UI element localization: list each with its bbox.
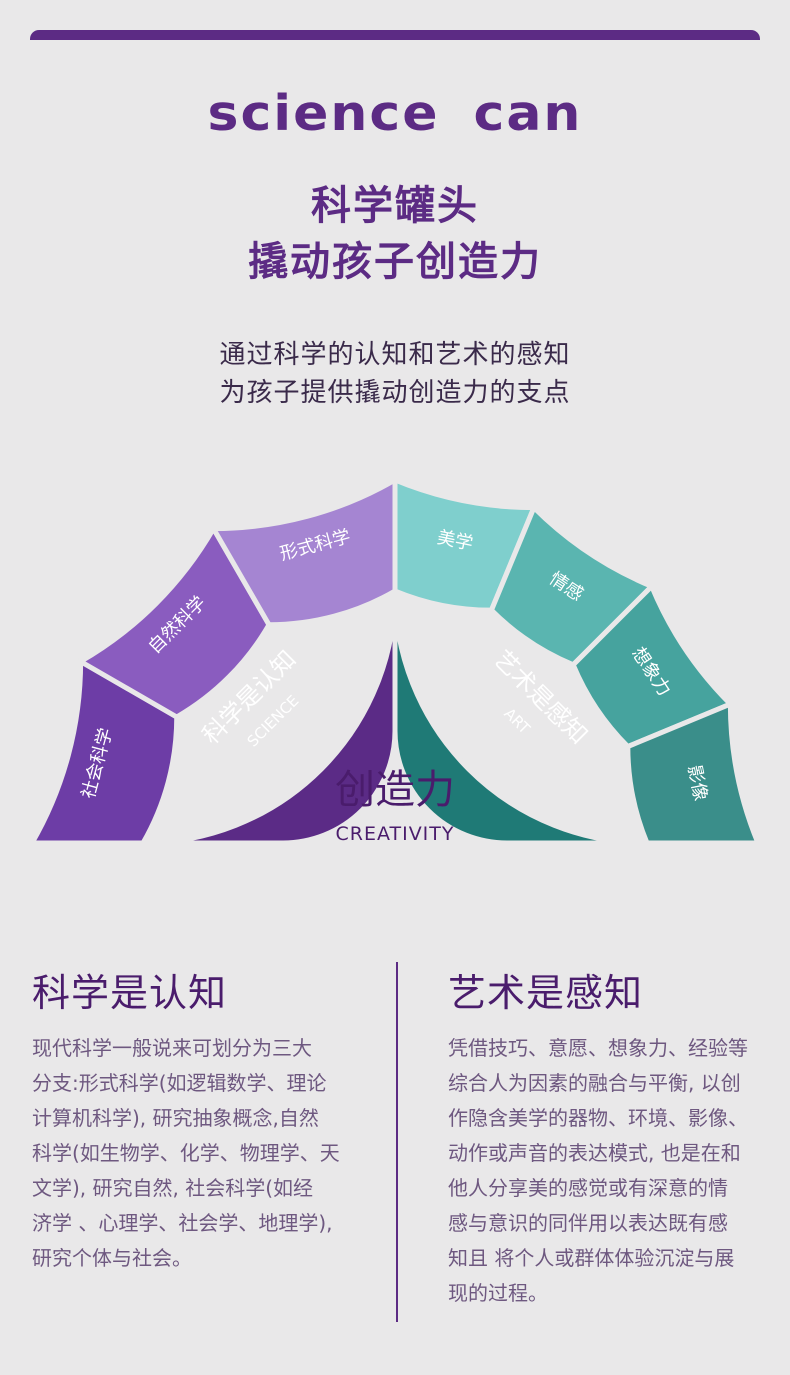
headline-line-1: 科学罐头 (311, 183, 479, 229)
art-inner-subtitle: ART (500, 704, 534, 738)
center-subtitle: CREATIVITY (335, 823, 454, 845)
art-segment (625, 700, 762, 846)
science-title: 科学是认知 (32, 971, 228, 1015)
art-line: 动作或声音的表达模式, 也是在和 (448, 1141, 741, 1165)
brand-word-1: SCIENCE (207, 85, 440, 143)
brand-logo: SCIENCE CAN (0, 86, 790, 143)
art-line: 凭借技巧、意愿、想象力、经验等 (448, 1036, 748, 1060)
headline: 科学罐头 撬动孩子创造力 (0, 178, 790, 290)
science-line: 研究个体与社会。 (32, 1246, 192, 1270)
science-column: 科学是认知 现代科学一般说来可划分为三大 分支:形式科学(如逻辑数学、理论 计算… (32, 965, 372, 1276)
science-line: 现代科学一般说来可划分为三大 (32, 1036, 312, 1060)
art-line: 作隐含美学的器物、环境、影像、 (448, 1106, 748, 1130)
subheadline: 通过科学的认知和艺术的感知 为孩子提供撬动创造力的支点 (0, 336, 790, 412)
center-title: 创造力 (335, 767, 455, 813)
art-line: 综合人为因素的融合与平衡, 以创 (448, 1071, 741, 1095)
art-title: 艺术是感知 (448, 971, 644, 1015)
art-column: 艺术是感知 凭借技巧、意愿、想象力、经验等 综合人为因素的融合与平衡, 以创 作… (448, 965, 768, 1311)
art-line: 他人分享美的感觉或有深意的情 (448, 1176, 728, 1200)
art-line: 感与意识的同伴用以表达既有感 (448, 1211, 728, 1235)
science-inner-ring (142, 590, 398, 846)
science-body: 现代科学一般说来可划分为三大 分支:形式科学(如逻辑数学、理论 计算机科学), … (32, 1031, 372, 1276)
subheadline-line-2: 为孩子提供撬动创造力的支点 (219, 378, 571, 408)
subheadline-line-1: 通过科学的认知和艺术的感知 (219, 340, 571, 370)
science-line: 文学), 研究自然, 社会科学(如经 (32, 1176, 314, 1200)
art-body: 凭借技巧、意愿、想象力、经验等 综合人为因素的融合与平衡, 以创 作隐含美学的器… (448, 1031, 768, 1311)
science-line: 分支:形式科学(如逻辑数学、理论 (32, 1071, 327, 1095)
headline-line-2: 撬动孩子创造力 (248, 239, 542, 285)
science-line: 科学(如生物学、化学、物理学、天 (32, 1141, 340, 1165)
column-divider (396, 962, 398, 1322)
art-line: 现的过程。 (448, 1281, 548, 1305)
top-bar-mask (30, 40, 760, 52)
brand-word-2: CAN (473, 85, 583, 143)
science-line: 济学 、心理学、社会学、地理学), (32, 1211, 333, 1235)
art-line: 知且 将个人或群体体验沉淀与展 (448, 1246, 735, 1270)
art-inner-ring (392, 590, 648, 846)
science-line: 计算机科学), 研究抽象概念,自然 (32, 1106, 319, 1130)
